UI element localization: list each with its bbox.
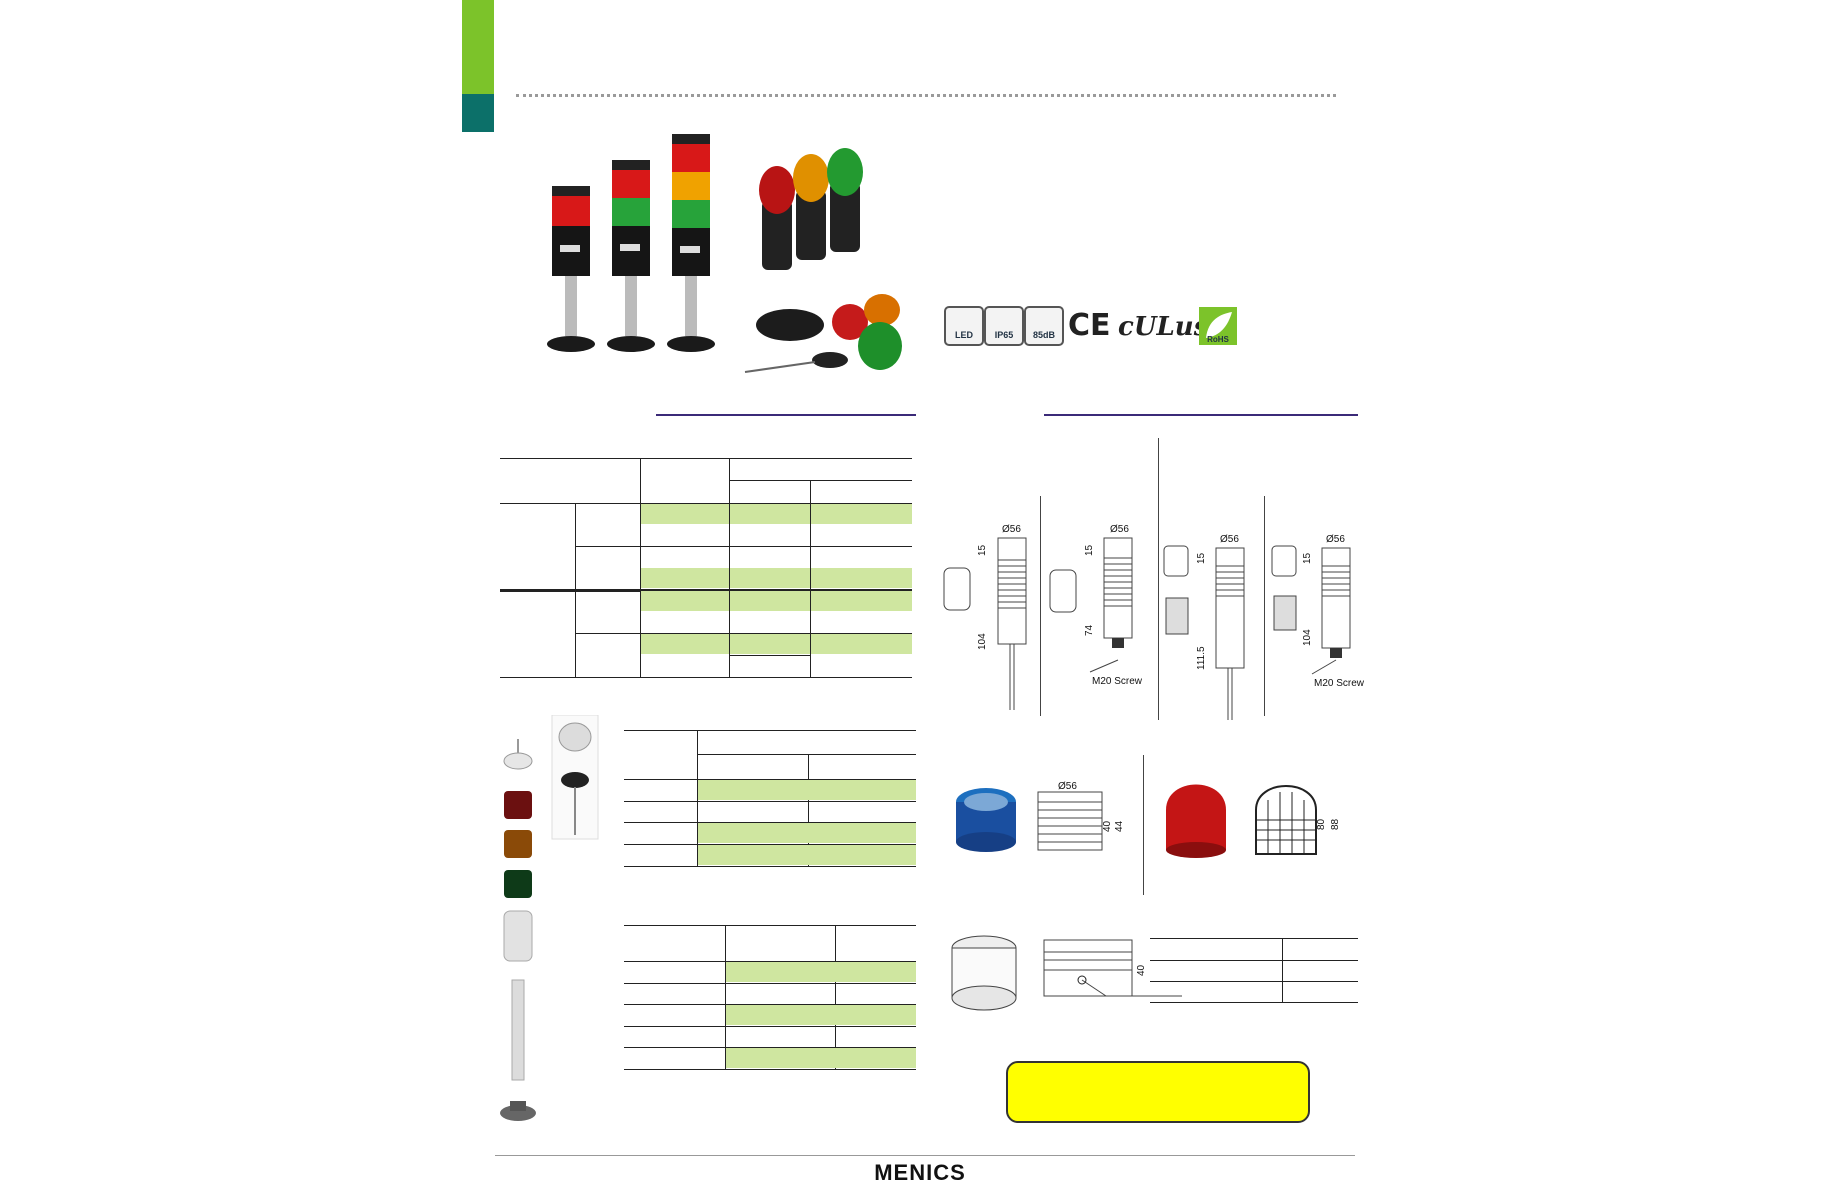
svg-text:Ø56: Ø56 (1002, 524, 1021, 535)
svg-text:88: 88 (1330, 818, 1341, 830)
svg-text:40: 40 (1136, 964, 1147, 976)
svg-text:80: 80 (1316, 818, 1327, 830)
section-rule-left (656, 414, 916, 416)
svg-text:Ø56: Ø56 (1220, 534, 1239, 545)
tower-3-tier-image (667, 134, 715, 352)
svg-text:M20 Screw: M20 Screw (1314, 678, 1365, 689)
svg-text:M20 Screw: M20 Screw (1092, 676, 1143, 687)
svg-text:15: 15 (1196, 552, 1207, 564)
svg-text:Ø56: Ø56 (1058, 781, 1077, 792)
svg-text:74: 74 (1084, 624, 1095, 636)
brand-logo: MENICS (874, 1160, 966, 1185)
drawing-separator (1264, 496, 1265, 716)
ip65-cert-icon: IP65 (984, 306, 1024, 346)
tower-2-tier-image (607, 160, 655, 352)
led-cert-icon: LED (944, 306, 984, 346)
sound-cert-icon: 85dB (1024, 306, 1064, 346)
svg-text:104: 104 (1302, 629, 1313, 646)
header-dotted-divider (516, 94, 1336, 97)
cap-module-drawing: 40 (951, 935, 1182, 1011)
svg-text:15: 15 (977, 544, 988, 556)
dimension-drawing-3: Ø56 15 111.5 (1163, 534, 1245, 720)
exploded-view-image (500, 715, 599, 1121)
header-accent-green (462, 0, 494, 94)
cul-us-mark-icon: cULus (1118, 312, 1209, 342)
svg-text:44: 44 (1114, 820, 1125, 832)
svg-text:104: 104 (977, 633, 988, 650)
modules-image (744, 294, 902, 373)
svg-text:40: 40 (1102, 820, 1113, 832)
header-accent-teal (462, 94, 494, 132)
dimension-drawing-2: Ø56 15 74 M20 Screw (1049, 524, 1143, 687)
note-box (1006, 1061, 1310, 1123)
svg-text:RoHS: RoHS (1207, 335, 1229, 344)
dimension-drawing-1: Ø56 15 104 (943, 524, 1027, 710)
section-rule-right (1044, 414, 1358, 416)
footer-rule (495, 1155, 1355, 1156)
drawing-separator (1040, 496, 1041, 716)
ce-mark-icon: CE (1068, 308, 1111, 343)
dimension-drawing-4: Ø56 15 104 M20 Screw (1271, 534, 1365, 689)
dome-module-drawing: 80 88 (1166, 784, 1341, 858)
led-module-drawing: Ø56 40 44 (956, 781, 1125, 852)
rohs-cert-icon: RoHS (1199, 307, 1237, 345)
drawing-separator (1158, 438, 1159, 720)
svg-text:Ø56: Ø56 (1326, 534, 1345, 545)
svg-text:Ø56: Ø56 (1110, 524, 1129, 535)
svg-text:15: 15 (1084, 544, 1095, 556)
tower-1-tier-image (547, 186, 595, 352)
svg-text:111.5: 111.5 (1196, 646, 1207, 670)
drawing-separator (1143, 755, 1144, 895)
dome-lamps-image (759, 148, 863, 270)
svg-text:15: 15 (1302, 552, 1313, 564)
product-photo-towers (547, 134, 902, 373)
